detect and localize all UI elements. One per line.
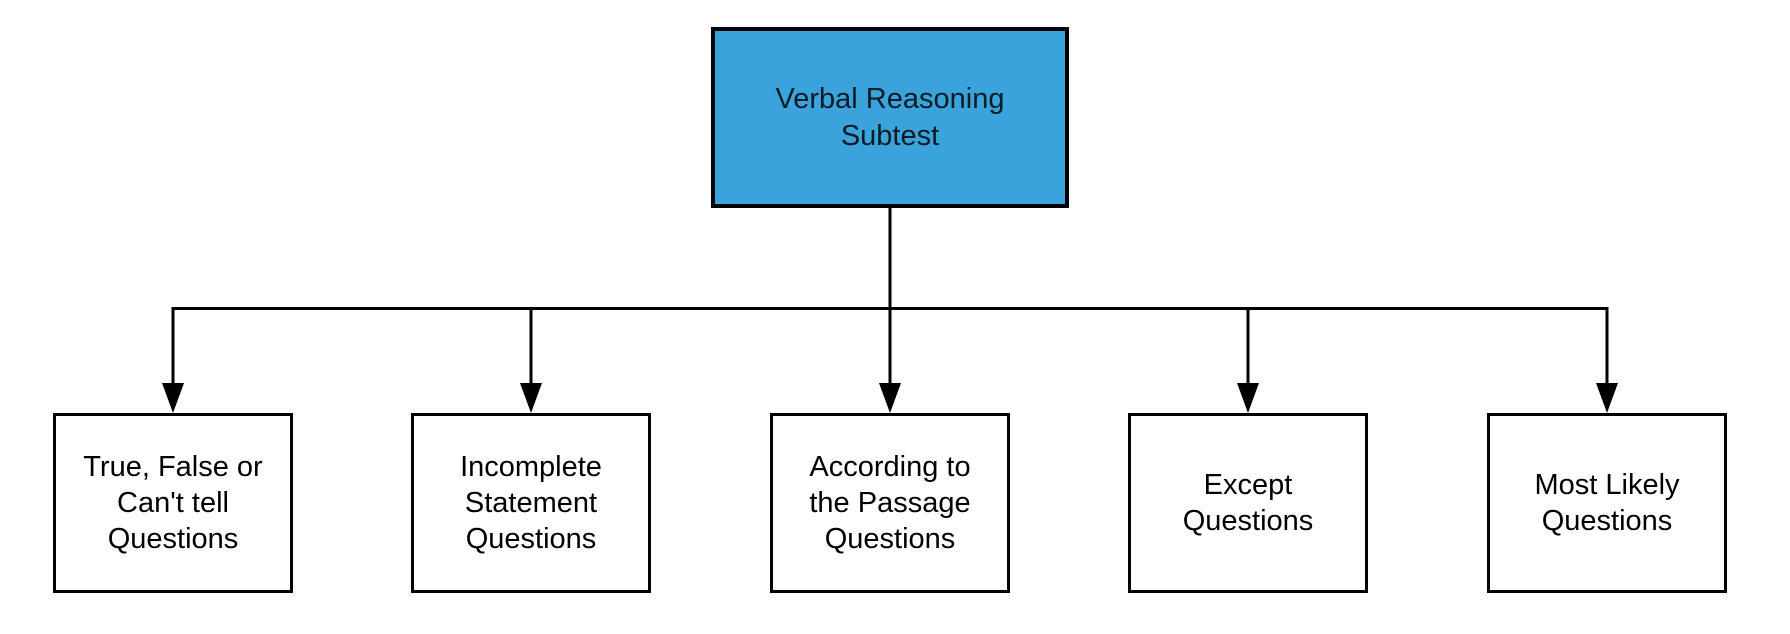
arrowhead-child-1-icon: [162, 383, 184, 413]
child-node-label: According to the Passage Questions: [809, 450, 971, 556]
node-incomplete-statement: Incomplete Statement Questions: [411, 413, 651, 593]
node-except-questions: Except Questions: [1128, 413, 1368, 593]
node-according-to-passage: According to the Passage Questions: [770, 413, 1010, 593]
node-true-false-cant-tell: True, False or Can't tell Questions: [53, 413, 293, 593]
arrowhead-child-2-icon: [520, 383, 542, 413]
arrowhead-child-4-icon: [1237, 383, 1259, 413]
root-node-label: Verbal Reasoning Subtest: [775, 83, 1005, 152]
arrowhead-child-5-icon: [1596, 383, 1618, 413]
child-node-label: Most Likely Questions: [1534, 468, 1680, 537]
child-node-label: True, False or Can't tell Questions: [83, 450, 263, 556]
arrowhead-child-3-icon: [879, 383, 901, 413]
node-most-likely-questions: Most Likely Questions: [1487, 413, 1727, 593]
child-node-label: Except Questions: [1182, 468, 1314, 537]
child-node-label: Incomplete Statement Questions: [460, 450, 602, 556]
node-verbal-reasoning-subtest: Verbal Reasoning Subtest: [711, 27, 1069, 208]
